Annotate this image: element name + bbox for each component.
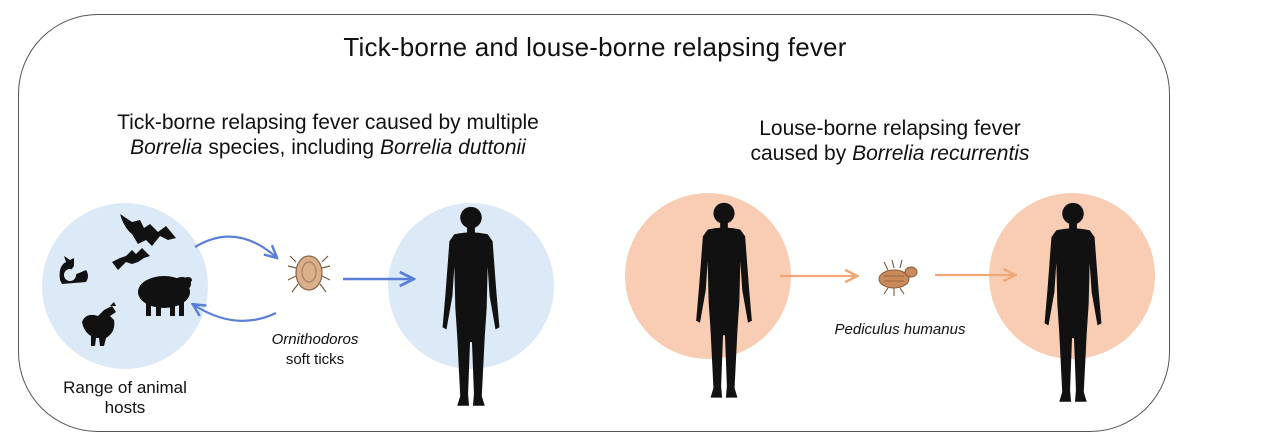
louse-source-human-circle <box>625 193 791 359</box>
louse-icon <box>878 259 918 296</box>
chicken-icon <box>82 302 116 346</box>
animal-hosts-label: Range of animal hosts <box>63 378 187 417</box>
bat-icon <box>120 214 176 246</box>
louse-title-line1: Louse-borne relapsing fever <box>759 117 1021 140</box>
louse-title-line2: caused by Borrelia recurrentis <box>750 142 1030 165</box>
bat-icon <box>112 248 150 270</box>
tick-panel-title: Tick-borne relapsing fever caused by mul… <box>78 110 578 160</box>
figure-title: Tick-borne and louse-borne relapsing fev… <box>343 32 847 62</box>
tick-icon <box>287 255 331 293</box>
animal-hosts-circle <box>42 203 208 369</box>
hosts-to-tick-arrow <box>194 235 276 257</box>
louse-vector-label: Pediculus humanus <box>834 321 966 338</box>
tick-vector-label: Ornithodoros soft ticks <box>271 331 359 368</box>
tick-title-line1: Tick-borne relapsing fever caused by mul… <box>117 111 539 134</box>
outer-frame <box>18 14 1170 432</box>
cat-icon <box>59 256 88 284</box>
sheep-icon <box>138 276 192 316</box>
tick-to-hosts-arrow <box>194 305 277 322</box>
louse-panel-title: Louse-borne relapsing fever caused by Bo… <box>700 116 1080 166</box>
tick-title-line2: Borrelia species, including Borrelia dut… <box>130 136 526 159</box>
